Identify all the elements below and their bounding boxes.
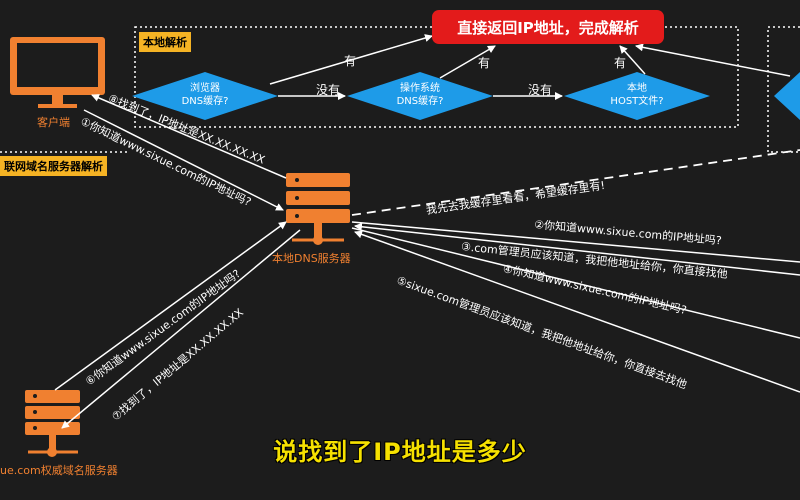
no-label-2: 没有 bbox=[528, 83, 553, 97]
arrow-m3 bbox=[354, 222, 800, 276]
local-dns-label: 本地DNS服务器 bbox=[272, 252, 351, 265]
yes-label-1: 有 bbox=[344, 54, 357, 68]
arrow-m4 bbox=[351, 227, 800, 339]
client-monitor-icon bbox=[10, 37, 105, 108]
arrow-cache-check bbox=[351, 149, 800, 216]
arrow-m2 bbox=[351, 221, 800, 263]
client-label: 客户端 bbox=[37, 116, 70, 129]
local-section-tag: 本地解析 bbox=[139, 32, 191, 52]
diamond-os-label: 操作系统 DNS缓存? bbox=[385, 82, 455, 108]
diamond-next-partial bbox=[774, 72, 800, 120]
arrow-m8 bbox=[91, 94, 287, 179]
arrow-m1 bbox=[83, 109, 284, 211]
arrow-m5 bbox=[354, 230, 800, 393]
arrow-m7 bbox=[61, 229, 301, 429]
diamond-os-line1: 操作系统 bbox=[400, 83, 440, 94]
auth-dns-server-icon bbox=[25, 390, 80, 457]
auth-dns-label: ue.com权威域名服务器 bbox=[0, 464, 118, 477]
internet-section-tag: 联网域名服务器解析 bbox=[0, 156, 107, 176]
arrow-yes-right bbox=[635, 43, 791, 77]
arrow-yes-2 bbox=[439, 45, 496, 79]
diamond-browser-line1: 浏览器 bbox=[190, 83, 220, 94]
no-label-1: 没有 bbox=[316, 83, 341, 97]
yes-label-3: 有 bbox=[614, 56, 627, 70]
diamond-browser-cache bbox=[132, 72, 278, 120]
result-box: 直接返回IP地址，完成解析 bbox=[432, 10, 664, 44]
diamond-os-line2: DNS缓存? bbox=[396, 96, 444, 107]
arrow-m6 bbox=[54, 221, 287, 391]
diamond-browser-label: 浏览器 DNS缓存? bbox=[170, 82, 240, 108]
diamond-host-line2: HOST文件? bbox=[610, 96, 664, 107]
diamond-host-label: 本地 HOST文件? bbox=[602, 82, 672, 108]
diamond-browser-line2: DNS缓存? bbox=[181, 96, 229, 107]
diamond-host-line1: 本地 bbox=[627, 83, 647, 94]
video-subtitle: 说找到了IP地址是多少 bbox=[273, 438, 527, 466]
yes-label-2: 有 bbox=[478, 56, 491, 70]
diamond-os-cache bbox=[347, 72, 493, 120]
diamond-host-file bbox=[564, 72, 710, 120]
arrow-yes-3 bbox=[619, 45, 646, 75]
local-dns-server-icon bbox=[286, 173, 350, 245]
arrow-yes-1 bbox=[269, 34, 433, 85]
